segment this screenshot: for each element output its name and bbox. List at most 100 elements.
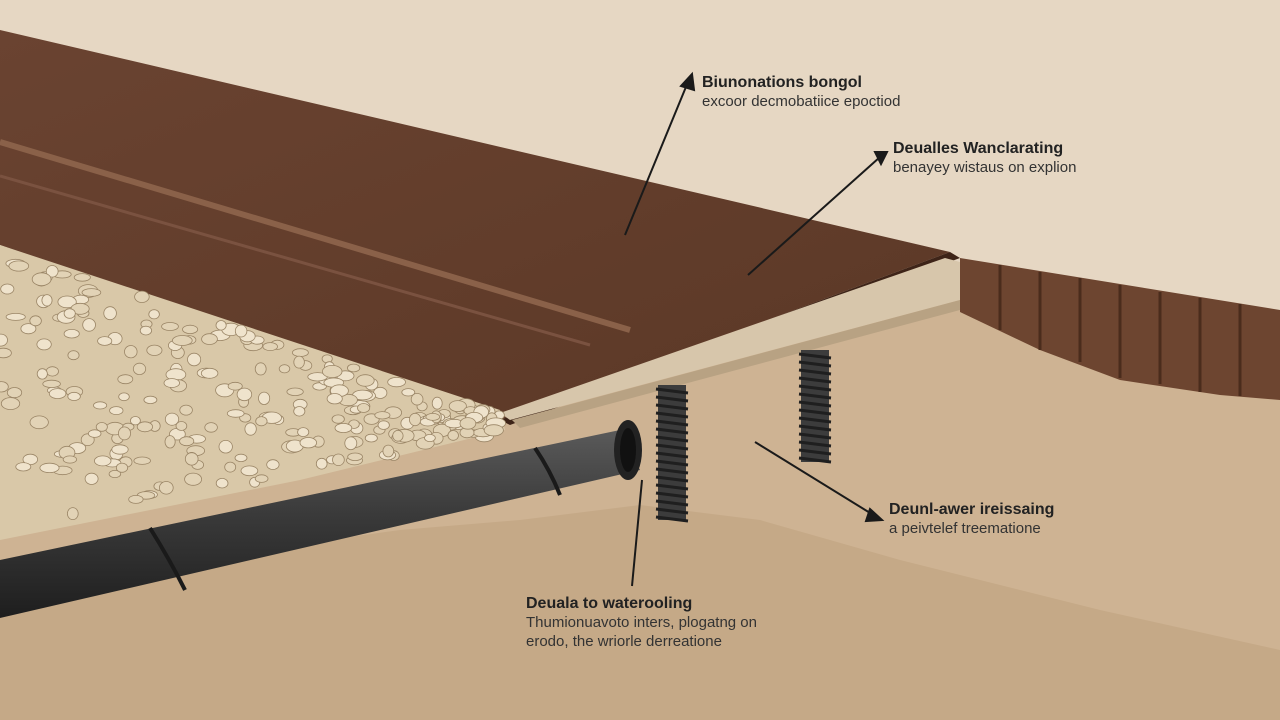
rod-thread — [655, 483, 689, 491]
rod-thread — [798, 384, 832, 392]
gravel-stone — [355, 374, 375, 387]
gravel-stone — [15, 462, 32, 472]
rod-thread — [798, 432, 832, 440]
gravel-stone — [22, 453, 39, 465]
gravel-stone — [84, 472, 99, 485]
gravel-stone — [200, 367, 219, 379]
gravel-stone — [8, 260, 30, 272]
rod-thread — [655, 475, 689, 483]
gravel-stone — [41, 294, 53, 307]
gravel-stone — [29, 315, 42, 327]
board-stripe — [0, 139, 631, 333]
gravel-stone — [387, 376, 406, 388]
gravel-stone — [93, 455, 112, 467]
gravel-stone — [148, 309, 160, 320]
gravel-stone — [483, 424, 504, 437]
callout-4-desc-2: erodo, the wriorle derreatione — [526, 632, 722, 650]
gravel-stone — [364, 433, 378, 443]
gravel-stone — [117, 374, 134, 385]
gravel-stone — [254, 362, 267, 376]
gravel-stone — [172, 335, 193, 346]
gravel-stone — [184, 472, 203, 486]
rod-thread — [655, 443, 689, 451]
rod-thread — [655, 507, 689, 515]
gravel-stone — [132, 362, 147, 375]
rod-thread — [655, 499, 689, 507]
rod-thread — [655, 451, 689, 459]
gravel-stone — [139, 325, 152, 336]
gravel-stone — [278, 364, 291, 374]
gravel-stone — [67, 391, 81, 401]
gravel-stone — [322, 364, 343, 378]
rod-thread — [655, 427, 689, 435]
rod-thread — [798, 360, 832, 368]
rod-thread — [655, 459, 689, 467]
gravel-stone — [57, 295, 77, 309]
gravel-stone — [240, 465, 259, 477]
gravel-stone — [124, 345, 138, 359]
gravel-stone — [5, 312, 26, 321]
gravel-stone — [258, 391, 271, 405]
gravel-stone — [410, 393, 424, 406]
gravel-stone — [67, 507, 79, 520]
gravel-stone — [108, 469, 122, 478]
gravel-stone — [95, 422, 108, 432]
gravel-stone — [255, 416, 268, 427]
gravel-stone — [6, 387, 23, 399]
callout-4-title: Deuala to waterooling — [526, 595, 693, 612]
callout-arrows — [624, 71, 889, 587]
gravel-stone — [266, 459, 280, 470]
gravel-stone — [382, 444, 395, 458]
gravel-stone — [36, 368, 48, 380]
gravel-stone — [182, 324, 199, 334]
gravel-stone — [447, 430, 459, 441]
gravel-stone — [0, 397, 21, 411]
gravel-stone — [134, 290, 150, 303]
gravel-stone — [425, 412, 441, 421]
gravel-stone — [175, 421, 188, 431]
gravel-stone — [111, 444, 129, 455]
gravel-stone — [159, 481, 174, 495]
callout-3-title: Deunl-awer ireissaing — [889, 501, 1055, 518]
gravel-stone — [39, 462, 60, 473]
gravel-stone — [146, 344, 163, 356]
gravel-stone — [187, 352, 202, 367]
callout-3: Deunl-awer ireissaing a peivtelef treema… — [889, 500, 1054, 539]
gravel-stone — [143, 395, 158, 404]
gravel-stone — [215, 320, 227, 331]
gravel-stone — [227, 381, 243, 391]
gravel-stone — [234, 453, 248, 462]
gravel-stone — [401, 388, 416, 397]
gravel-stone — [48, 388, 67, 400]
concrete-slab-face — [512, 300, 960, 428]
gravel-stone — [215, 478, 229, 489]
gravel-stone — [184, 452, 199, 466]
gravel-stone — [293, 406, 306, 417]
callout-4: Deuala to waterooling Thumionuavoto inte… — [526, 594, 757, 652]
rod-thread — [798, 456, 832, 464]
rod-thread — [655, 435, 689, 443]
gravel-stone — [326, 393, 343, 405]
gravel-stone — [0, 381, 9, 393]
rod-thread — [655, 411, 689, 419]
gravel-stone — [459, 417, 477, 430]
callout-2-title: Deualles Wanclarating — [893, 140, 1064, 157]
gravel-stone — [103, 306, 117, 321]
gravel-stone — [93, 401, 108, 410]
callout-1-desc: excoor decmobatiice epoctiod — [702, 93, 901, 110]
gravel-stone — [262, 342, 278, 352]
rod-thread — [798, 392, 832, 400]
gravel-stone — [291, 348, 309, 357]
gravel-stone — [431, 396, 443, 410]
gravel-stones — [0, 258, 507, 520]
gravel-stone — [204, 422, 218, 433]
rod-thread — [655, 467, 689, 475]
gravel-stone — [315, 457, 328, 470]
gravel-stone — [118, 392, 130, 402]
gravel-stone — [0, 283, 15, 295]
gravel-stone — [161, 322, 179, 331]
gravel-stone — [226, 409, 245, 418]
gravel-stone — [73, 273, 91, 282]
